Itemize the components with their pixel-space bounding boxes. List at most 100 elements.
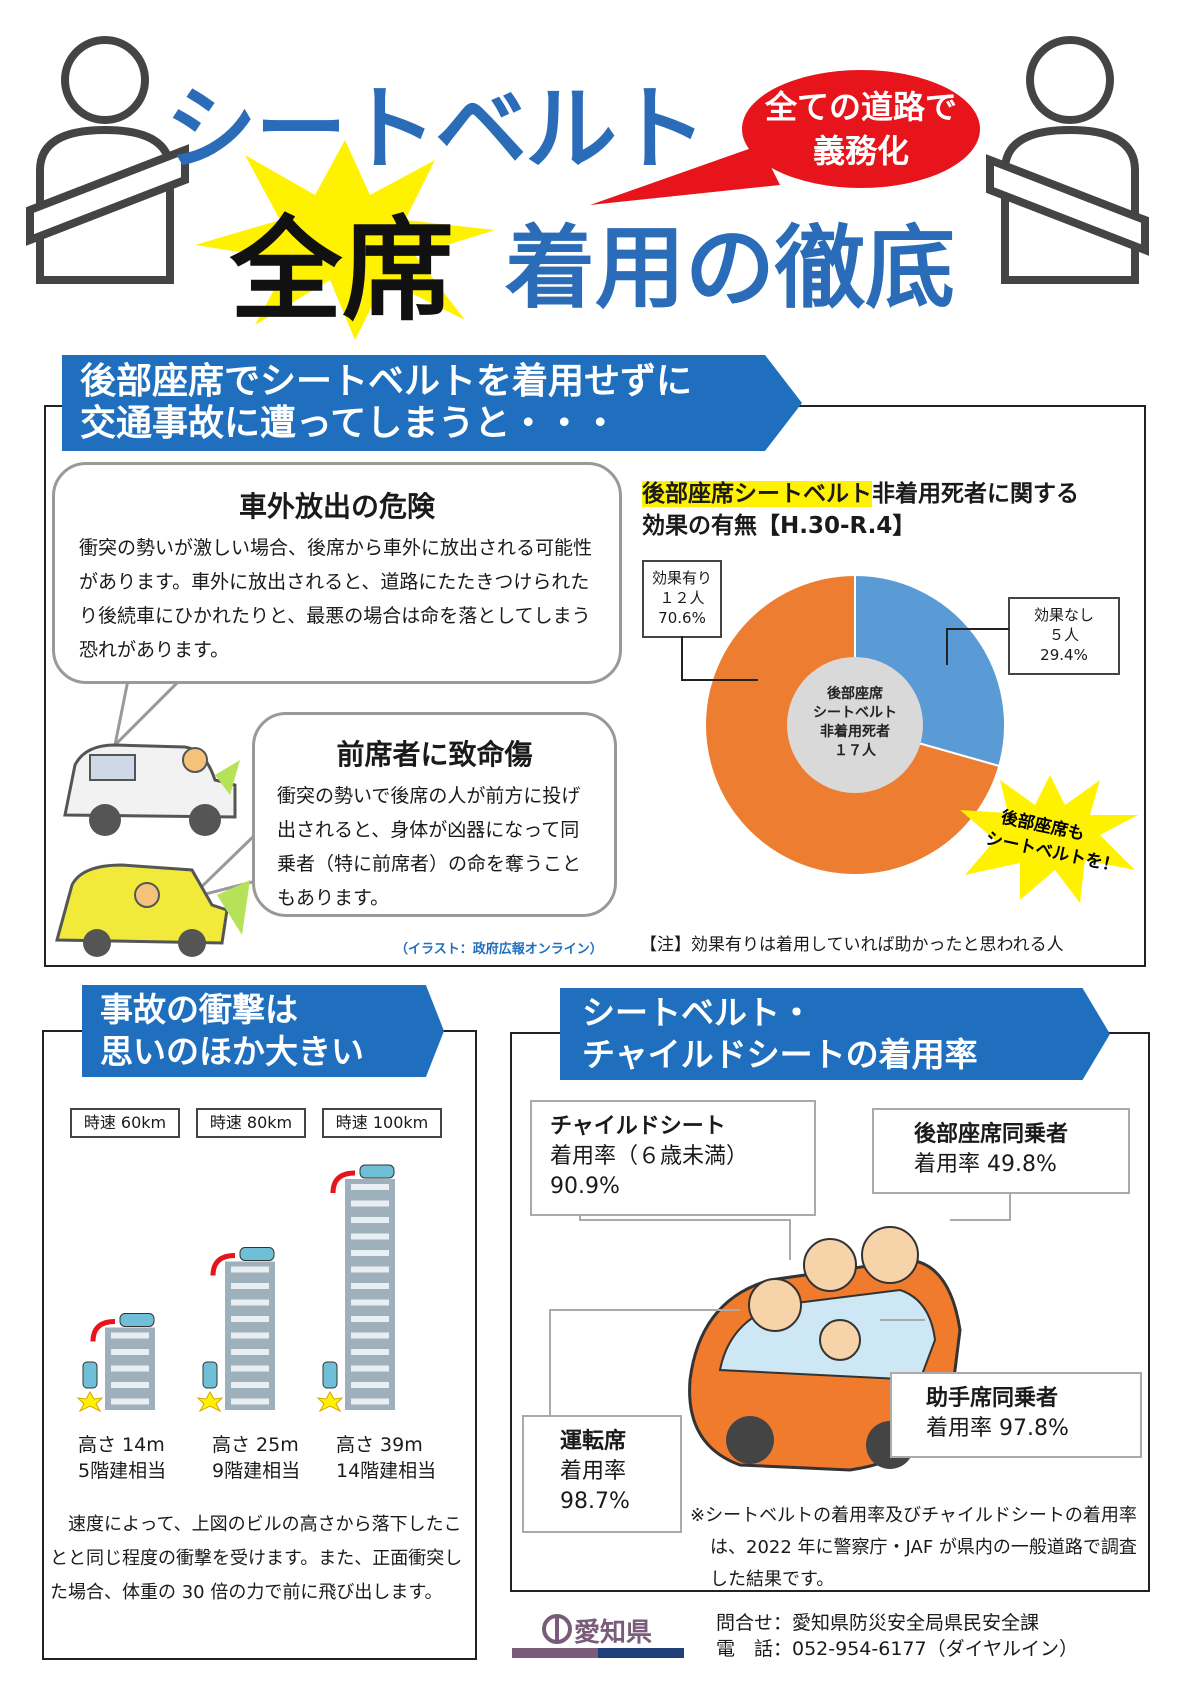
building — [345, 1179, 395, 1410]
fall-arrow-icon — [210, 1253, 236, 1276]
seatbelt-person-icon-right — [986, 36, 1149, 284]
building-window — [351, 1382, 389, 1388]
building-window — [351, 1217, 389, 1223]
building-window — [351, 1200, 389, 1207]
bubble2-text: 衝突の勢いで後席の人が前方に投げ出されると、身体が凶器になって同乗者（特に前席者… — [277, 785, 582, 909]
chart-title-highlight: 後部座席シートベルト — [642, 481, 872, 507]
driver-seat-rate-box: 運転席 着用率 98.7% — [522, 1415, 682, 1533]
impact-text: 速度によって、上図のビルの高さから落下したことと同じ程度の衝撃を受けます。また、… — [50, 1514, 463, 1603]
center-label-line: 非着用死者 — [820, 723, 890, 740]
building-window — [231, 1299, 269, 1306]
bubble1-text: 衝突の勢いが激しい場合、後席から車外に放出される可能性があります。車外に放出され… — [79, 537, 593, 661]
section2-banner: 事故の衝撃は 思いのほか大きい — [82, 985, 444, 1077]
height-80-m: 高さ 25m — [212, 1434, 299, 1456]
section3-banner: シートベルト・ チャイルドシートの着用率 — [560, 988, 1110, 1080]
badge-line1: 全ての道路で — [764, 88, 957, 126]
chart-title-rest: 非着用死者に関する — [872, 481, 1079, 507]
section3-banner-line1: シートベルト・ — [582, 993, 813, 1032]
building-window — [351, 1316, 389, 1322]
bubble-front-seat-injury: 前席者に致命傷 衝突の勢いで後席の人が前方に投げ出されると、身体が凶器になって同… — [252, 712, 617, 917]
building-window — [111, 1398, 149, 1405]
label-effect-no-line2: ５人 — [1048, 626, 1079, 644]
seatbelt-person-icon-left — [26, 36, 189, 284]
yellow-starburst — [195, 140, 495, 340]
building-window — [111, 1349, 149, 1355]
contact-line2: 電 話：052-954-6177（ダイヤルイン） — [716, 1638, 1079, 1660]
badge-line2: 義務化 — [812, 132, 909, 170]
bubble1-title: 車外放出の危険 — [238, 490, 435, 523]
height-60: 高さ 14m 5階建相当 — [78, 1432, 166, 1484]
child-seat-rate-box: チャイルドシート 着用率（６歳未満） 90.9% — [530, 1100, 816, 1216]
height-80: 高さ 25m 9階建相当 — [212, 1432, 300, 1484]
center-label-line: １７人 — [834, 742, 877, 759]
label-effect-yes-line2: １２人 — [659, 589, 705, 607]
car-icon — [239, 1247, 275, 1261]
illustration-credit: （イラスト：政府広報オンライン） — [395, 942, 603, 957]
building-window — [111, 1332, 149, 1339]
building-window — [231, 1382, 269, 1388]
bubble1-tail — [112, 670, 193, 750]
height-80-floors: 9階建相当 — [212, 1460, 301, 1482]
contact-line1: 問合せ：愛知県防災安全局県民安全課 — [716, 1612, 1040, 1634]
driver-seat-rate: 98.7% — [560, 1489, 630, 1514]
driver-seat-sub: 着用率 — [560, 1459, 627, 1484]
car-crash-illustration-1 — [63, 743, 240, 836]
driver-seat-title: 運転席 — [560, 1429, 627, 1454]
passenger-seat-rate: 着用率 97.8% — [926, 1416, 1069, 1441]
building-window — [351, 1233, 389, 1240]
building-window — [351, 1283, 389, 1289]
building-window — [231, 1349, 269, 1355]
aichi-logo: 愛知県 — [512, 1612, 684, 1658]
chart-title: 後部座席シートベルト非着用死者に関する 効果の有無【H.30-R.4】 — [642, 478, 1142, 542]
label-effect-no-line3: 29.4% — [1040, 646, 1088, 664]
survey-note: ※シートベルトの着用率及びチャイルドシートの着用率は、2022 年に警察庁・JA… — [690, 1505, 1137, 1590]
section1-banner: 後部座席でシートベルトを着用せずに 交通事故に遭ってしまうと・・・ — [62, 355, 802, 451]
speed-label-60: 時速 60km — [70, 1108, 180, 1138]
fall-arrow-icon — [330, 1170, 356, 1194]
label-effect-yes-line1: 効果有り — [651, 569, 712, 587]
height-100-m: 高さ 39m — [336, 1434, 423, 1456]
impact-icon — [196, 1390, 224, 1413]
section1-banner-line1: 後部座席でシートベルトを着用せずに — [80, 361, 693, 402]
logo-text: 愛知県 — [574, 1618, 653, 1648]
section1-banner-line2: 交通事故に遭ってしまうと・・・ — [80, 403, 619, 444]
building-window — [231, 1332, 269, 1339]
impact-icon — [316, 1390, 344, 1413]
title-wearing-thorough: 着用の徹底 — [505, 216, 955, 321]
label-effect-yes: 効果有り １２人 70.6% — [642, 560, 722, 638]
height-100-floors: 14階建相当 — [336, 1460, 437, 1482]
donut-chart: 後部座席シートベルト非着用死者 １７人 — [704, 573, 1006, 876]
falling-car-icon — [82, 1361, 98, 1389]
fall-arrow-icon — [90, 1319, 116, 1342]
rear-seat-burst: 後部座席も シートベルトを！ — [960, 775, 1138, 903]
leader-line-no — [946, 628, 1009, 665]
mandatory-badge: 全ての道路で 義務化 — [742, 70, 980, 188]
building-height-diagram — [76, 1164, 395, 1413]
height-60-m: 高さ 14m — [78, 1434, 165, 1456]
building-window — [351, 1332, 389, 1339]
bubble2-title: 前席者に致命傷 — [336, 738, 533, 771]
building-window — [111, 1382, 149, 1388]
building-window — [231, 1266, 269, 1273]
building-window — [231, 1398, 269, 1405]
leader-line-yes — [681, 636, 758, 681]
svg-text:後部座席シートベルト非着用死者１７人: 後部座席シートベルト非着用死者 １７人 — [813, 685, 897, 759]
family-car-illustration — [688, 1226, 962, 1472]
child-seat-rate: 90.9% — [550, 1174, 620, 1199]
speed-label-80: 時速 80km — [196, 1108, 306, 1138]
building-window — [231, 1365, 269, 1372]
label-effect-yes-line3: 70.6% — [658, 609, 706, 627]
car-crash-illustration-2 — [55, 863, 250, 957]
falling-car-icon — [322, 1361, 338, 1389]
child-seat-sub: 着用率（６歳未満） — [550, 1144, 749, 1169]
impact-icon — [76, 1390, 104, 1413]
child-seat-title: チャイルドシート — [550, 1114, 726, 1139]
rear-seat-title: 後部座席同乗者 — [914, 1122, 1069, 1147]
center-label-line: シートベルト — [813, 705, 897, 721]
building-window — [351, 1299, 389, 1306]
chart-note: 【注】効果有りは着用していれば助かったと思われる人 — [640, 935, 1064, 955]
center-label-line: 後部座席 — [827, 685, 883, 702]
passenger-seat-rate-box: 助手席同乗者 着用率 97.8% — [890, 1372, 1142, 1458]
building-window — [231, 1283, 269, 1289]
section2-banner-line1: 事故の衝撃は — [100, 990, 298, 1029]
